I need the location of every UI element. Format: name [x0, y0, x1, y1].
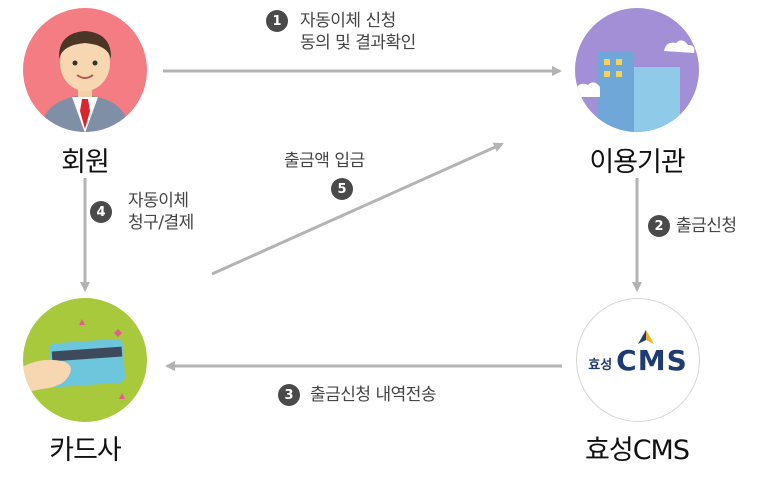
step-4-badge: 4 [90, 201, 112, 223]
institution-label: 이용기관 [589, 147, 685, 178]
step-3-line1: 출금신청 내역전송 [310, 385, 437, 405]
step-1: 1 자동이체 신청 동의 및 결과확인 [266, 10, 416, 54]
step-5-badge: 5 [331, 178, 353, 200]
hyosung-logo-big: CMS [616, 343, 688, 377]
step-4: 4 자동이체 청구/결제 [90, 190, 194, 234]
step-4-line2: 청구/결제 [128, 213, 194, 233]
hyosung-cms-label: 효성CMS [585, 435, 690, 466]
step-1-line1: 자동이체 신청 [300, 11, 396, 31]
member-label: 회원 [61, 147, 110, 178]
member-avatar [23, 8, 147, 132]
step-4-line1: 자동이체 [128, 191, 189, 211]
step-2: 2 출금신청 [648, 215, 737, 237]
step-3: 3 출금신청 내역전송 [278, 384, 437, 406]
hyosung-mark-icon [638, 329, 655, 344]
card-company-label: 카드사 [49, 435, 122, 466]
arrow-card-to-institution [211, 142, 504, 276]
institution-illustration [575, 8, 699, 132]
step-3-badge: 3 [278, 384, 300, 406]
step-2-badge: 2 [648, 215, 670, 237]
hyosung-cms-logo: 효성 CMS [576, 298, 700, 422]
hyosung-logo-small: 효성 [588, 357, 613, 373]
step-1-badge: 1 [266, 10, 288, 32]
step-5-label: 출금액 입금 [284, 151, 365, 171]
step-2-line1: 출금신청 [676, 216, 737, 236]
step-1-line2: 동의 및 결과확인 [300, 33, 416, 53]
card-company-illustration [23, 298, 147, 422]
